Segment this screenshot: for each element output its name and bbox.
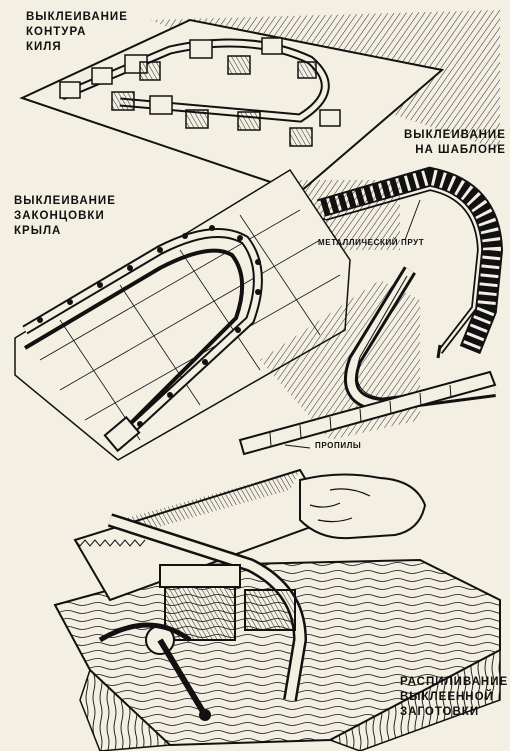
keel-blocks xyxy=(59,37,341,147)
label-template: ВЫКЛЕИВАНИЕ НА ШАБЛОНЕ xyxy=(404,128,506,158)
label-sawing: РАСПИЛИВАНИЕ ВЫКЛЕЕННОЙ ЗАГОТОВКИ xyxy=(400,675,508,720)
rod-pointer xyxy=(404,199,421,241)
label-rod: МЕТАЛЛИЧЕСКИЙ ПРУТ xyxy=(318,238,425,247)
kerfed-board xyxy=(238,370,497,456)
template-panel xyxy=(316,166,504,359)
label-keel: ВЫКЛЕИВАНИЕ КОНТУРА КИЛЯ xyxy=(26,10,128,55)
keel-panel xyxy=(19,10,500,207)
kerf-pointer xyxy=(284,444,311,449)
label-sawing-line3: ЗАГОТОВКИ xyxy=(400,706,480,718)
wingtip-panel xyxy=(14,168,400,461)
kerf-panel xyxy=(238,266,497,456)
label-keel-line3: КИЛЯ xyxy=(26,41,62,53)
vise-handle xyxy=(157,638,208,717)
label-wingtip-line2: ЗАКОНЦОВКИ xyxy=(14,210,105,222)
label-keel-line1: ВЫКЛЕИВАНИЕ xyxy=(26,11,128,23)
label-wingtip-line1: ВЫКЛЕИВАНИЕ xyxy=(14,195,116,207)
label-template-line2: НА ШАБЛОНЕ xyxy=(415,144,506,156)
hand xyxy=(299,473,427,540)
label-kerfs: ПРОПИЛЫ xyxy=(315,441,362,450)
vise-panel xyxy=(53,468,501,751)
label-wingtip-line3: КРЫЛА xyxy=(14,225,62,237)
label-sawing-line1: РАСПИЛИВАНИЕ xyxy=(400,676,509,688)
label-template-line1: ВЫКЛЕИВАНИЕ xyxy=(404,129,506,141)
wingtip-pins xyxy=(37,225,261,427)
label-sawing-line2: ВЫКЛЕЕННОЙ xyxy=(400,691,494,703)
label-keel-line2: КОНТУРА xyxy=(26,26,87,38)
label-wingtip: ВЫКЛЕИВАНИЕ ЗАКОНЦОВКИ КРЫЛА xyxy=(14,194,116,239)
